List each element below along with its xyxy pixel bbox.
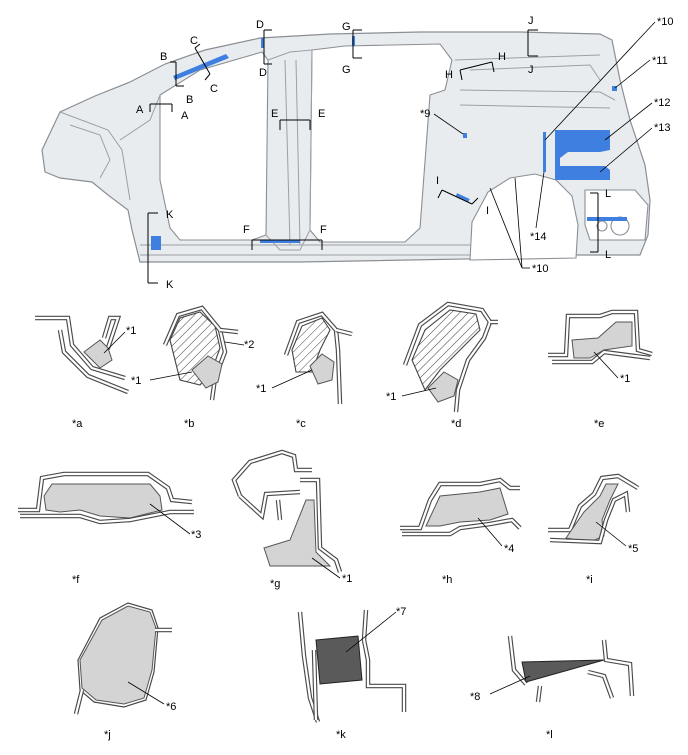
detail-d-caption: *d: [451, 418, 461, 430]
detail-b-callout-1: *1: [131, 375, 141, 387]
detail-k-callout-7: *7: [396, 606, 406, 618]
section-label-a1: A: [136, 104, 144, 116]
section-label-k1: K: [166, 209, 174, 221]
detail-h-caption: *h: [442, 574, 452, 586]
blue-part-quarter-top: [612, 86, 617, 91]
blue-part-rocker: [260, 240, 300, 243]
callout-9: *9: [420, 108, 430, 120]
detail-f-caption: *f: [72, 574, 80, 586]
detail-f-callout-3: *3: [191, 529, 201, 541]
detail-l: *8 *l: [470, 635, 635, 741]
callout-14: *14: [530, 231, 547, 243]
section-label-b2: B: [186, 94, 193, 106]
detail-k: *7 *k: [297, 606, 406, 741]
section-label-d1: D: [256, 19, 264, 31]
section-label-i1: I: [436, 175, 439, 187]
detail-a-callout-1: *1: [126, 325, 136, 337]
main-callouts: *9 *10 *11 *12 *13 *14 *10: [420, 16, 674, 275]
section-label-h2: H: [498, 51, 506, 63]
detail-i-callout-5: *5: [628, 543, 638, 555]
section-label-a2: A: [181, 110, 189, 122]
blue-part-arch: [455, 193, 470, 202]
highlight-parts: [151, 36, 627, 250]
detail-j-callout-6: *6: [166, 701, 176, 713]
detail-c-callout-1: *1: [256, 383, 266, 395]
detail-c-caption: *c: [296, 418, 306, 430]
detail-a-caption: *a: [72, 418, 83, 430]
body-side-panel: [41, 31, 651, 263]
callout-13: *13: [654, 122, 671, 134]
detail-j: *6 *j: [73, 602, 176, 741]
blue-part-front-pillar-low: [151, 236, 161, 250]
blue-part-quarter-large: [555, 130, 610, 180]
detail-g-callout-1: *1: [342, 573, 352, 585]
section-label-e2: E: [318, 108, 325, 120]
callout-11: *11: [652, 55, 668, 67]
section-label-c1: C: [190, 35, 198, 47]
detail-a: *1 *a: [35, 315, 136, 430]
detail-i-caption: *i: [586, 574, 593, 586]
section-marks: A A B B C C D D E E F F G G H H I I J: [136, 15, 611, 291]
section-label-h1: H: [445, 69, 453, 81]
section-label-f1: F: [243, 224, 250, 236]
detail-g: *1 *g: [231, 449, 352, 590]
section-label-g1: G: [342, 21, 351, 33]
detail-h-callout-4: *4: [504, 543, 514, 555]
callout-10-top: *10: [657, 16, 674, 28]
detail-j-caption: *j: [104, 729, 111, 741]
detail-b: *2 *1 *b: [131, 305, 254, 430]
section-label-g2: G: [342, 64, 351, 76]
blue-part-roof-front: [173, 54, 229, 80]
section-label-f2: F: [320, 224, 327, 236]
detail-g-caption: *g: [270, 578, 280, 590]
detail-d: *1 *d: [386, 301, 498, 430]
section-label-j1: J: [528, 15, 534, 27]
blue-part-roof-mid: [261, 38, 264, 48]
section-label-j2: J: [528, 64, 534, 76]
detail-b-caption: *b: [184, 418, 194, 430]
detail-e-callout-1: *1: [620, 373, 630, 385]
detail-e: *1 *e: [548, 309, 653, 430]
detail-h: *4 *h: [400, 477, 522, 586]
detail-k-caption: *k: [336, 729, 346, 741]
section-label-b1: B: [160, 51, 167, 63]
blue-part-rear-lower: [587, 217, 627, 221]
detail-l-caption: *l: [546, 729, 553, 741]
section-label-d2: D: [259, 67, 267, 79]
detail-d-callout-1: *1: [386, 391, 396, 403]
callout-12: *12: [654, 97, 671, 109]
section-label-l2: L: [605, 249, 611, 261]
blue-part-quarter-vertical: [543, 132, 546, 172]
section-label-l1: L: [605, 188, 611, 200]
section-label-i2: I: [486, 205, 489, 217]
section-label-k2: K: [166, 279, 174, 291]
detail-i: *5 *i: [548, 473, 640, 586]
detail-l-callout-8: *8: [470, 691, 480, 703]
blue-part-small: [463, 133, 467, 138]
section-label-e1: E: [271, 108, 278, 120]
detail-b-callout-2: *2: [244, 339, 254, 351]
detail-f: *3 *f: [18, 471, 201, 586]
section-label-c2: C: [210, 83, 218, 95]
detail-e-caption: *e: [594, 418, 604, 430]
detail-c: *1 *c: [256, 311, 353, 430]
callout-10-bottom: *10: [532, 263, 549, 275]
